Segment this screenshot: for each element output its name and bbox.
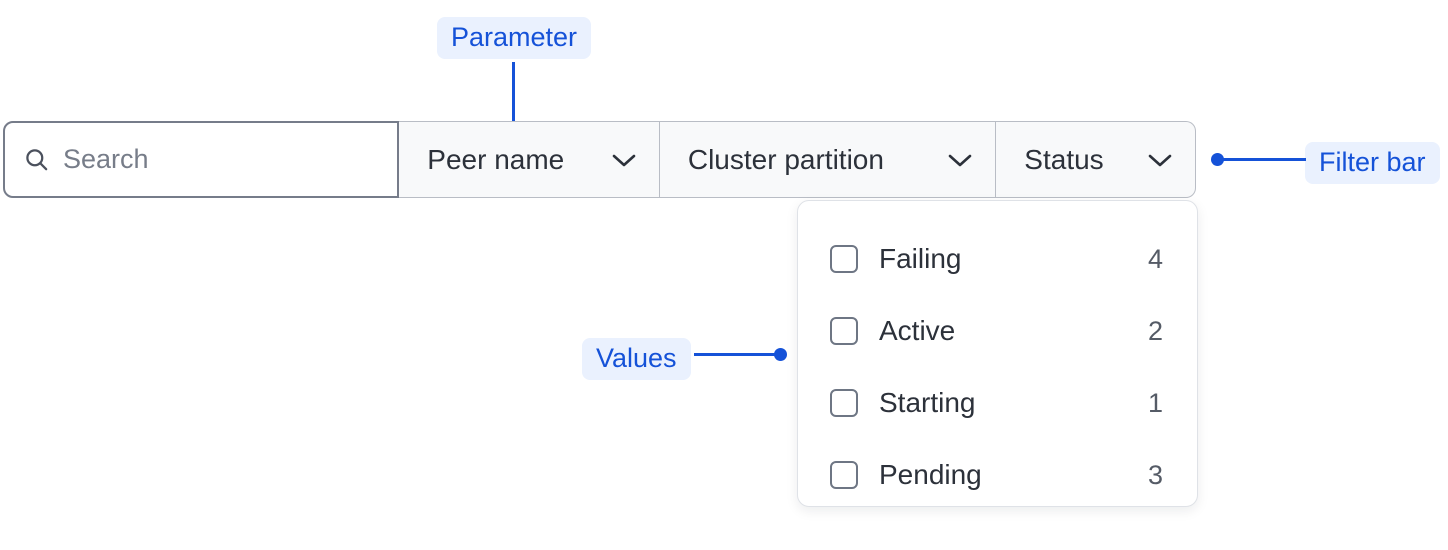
- annotation-connector-dot-values: [774, 348, 787, 361]
- annotation-callout-values: Values: [582, 338, 691, 381]
- dropdown-option-label: Starting: [879, 387, 976, 418]
- search-icon: [26, 149, 48, 171]
- annotation-connector-line-values: [694, 353, 780, 356]
- annotation-connector-line-filter-bar: [1222, 158, 1306, 161]
- chevron-down-icon: [948, 154, 972, 166]
- dropdown-option-label: Failing: [879, 243, 962, 274]
- dropdown-option-count: 2: [1147, 315, 1163, 346]
- chevron-down-icon: [1148, 154, 1172, 166]
- dropdown-option-pending[interactable]: Pending 3: [798, 439, 1197, 511]
- checkbox[interactable]: [830, 461, 858, 489]
- annotation-callout-filter-bar: Filter bar: [1305, 142, 1440, 185]
- search-input[interactable]: [63, 144, 363, 175]
- checkbox[interactable]: [830, 245, 858, 273]
- checkbox[interactable]: [830, 317, 858, 345]
- filter-dropdown-label: Cluster partition: [687, 143, 884, 175]
- filter-dropdown-label: Status: [1024, 143, 1104, 175]
- checkbox[interactable]: [830, 389, 858, 417]
- filter-dropdown-label: Peer name: [427, 143, 565, 175]
- dropdown-option-active[interactable]: Active 2: [798, 295, 1197, 367]
- chevron-down-icon: [612, 154, 636, 166]
- dropdown-option-label: Active: [879, 315, 956, 346]
- filter-bar: Peer name Cluster partition Status: [3, 121, 1196, 198]
- dropdown-option-label: Pending: [879, 459, 982, 490]
- status-dropdown-panel: Failing 4 Active 2 Starting 1 Pending 3: [797, 200, 1198, 507]
- dropdown-option-count: 1: [1147, 387, 1163, 418]
- annotation-callout-parameter: Parameter: [437, 17, 592, 60]
- filter-dropdown-cluster-partition[interactable]: Cluster partition: [659, 121, 997, 198]
- dropdown-option-failing[interactable]: Failing 4: [798, 223, 1197, 295]
- annotation-connector-line-parameter: [512, 62, 515, 143]
- annotation-connector-dot-filter-bar: [1211, 153, 1224, 166]
- search-field[interactable]: [3, 121, 400, 198]
- dropdown-option-count: 4: [1147, 243, 1163, 274]
- dropdown-option-starting[interactable]: Starting 1: [798, 367, 1197, 439]
- filter-dropdown-status[interactable]: Status: [996, 121, 1196, 198]
- filter-dropdown-peer-name[interactable]: Peer name: [399, 121, 660, 198]
- dropdown-option-count: 3: [1147, 459, 1163, 490]
